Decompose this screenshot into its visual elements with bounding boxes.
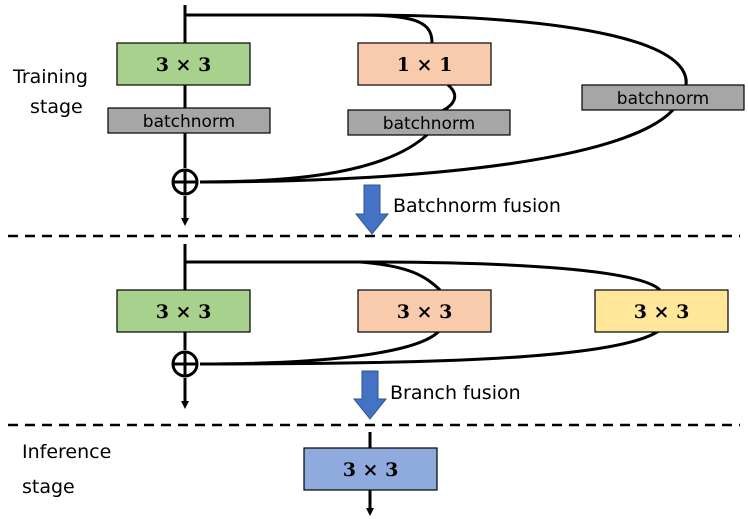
training-stage-label-line1: Training <box>12 66 88 88</box>
inference-stage-label-line1: Inference <box>22 441 111 463</box>
fused-conv-b-box <box>357 289 492 333</box>
training-bn-identity-label: batchnorm <box>617 89 709 109</box>
training-conv3x3-label: 3 × 3 <box>156 54 212 76</box>
branch-fusion-arrow-icon <box>352 370 388 420</box>
fused-branch-b-in <box>359 260 442 292</box>
fused-conv-c-box <box>594 289 729 333</box>
fused-branch-b-out <box>199 328 442 366</box>
training-bn-identity-box <box>581 84 745 111</box>
batchnorm-fusion-arrow-icon <box>354 184 390 235</box>
conv1x1-to-bn <box>439 83 457 114</box>
fused-conv-c-label: 3 × 3 <box>634 301 690 323</box>
fused-branch-c-in <box>359 260 662 292</box>
training-bn-3x3-label: batchnorm <box>143 112 235 132</box>
branch-fusion-label: Branch fusion <box>390 382 521 404</box>
fused-branch-c-out <box>199 328 661 366</box>
training-conv1x1-box <box>357 42 492 86</box>
training-stage-label-line2: stage <box>30 96 83 118</box>
conv1x1-branch-out <box>199 130 432 184</box>
training-conv1x1-label: 1 × 1 <box>397 54 453 76</box>
fused-conv-a-box <box>116 289 251 333</box>
inference-stage-label-line2: stage <box>22 476 75 498</box>
fused-conv-b-label: 3 × 3 <box>397 301 453 323</box>
training-bn-1x1-label: batchnorm <box>383 114 475 134</box>
inference-conv-box <box>303 447 438 491</box>
training-conv3x3-box <box>116 42 251 86</box>
training-bn-3x3-box <box>107 107 271 134</box>
fused-conv-a-label: 3 × 3 <box>156 301 212 323</box>
inference-conv-label: 3 × 3 <box>343 459 399 481</box>
conv1x1-branch-in <box>359 13 434 44</box>
training-bn-1x1-box <box>347 109 511 136</box>
batchnorm-fusion-label: Batchnorm fusion <box>393 195 561 217</box>
